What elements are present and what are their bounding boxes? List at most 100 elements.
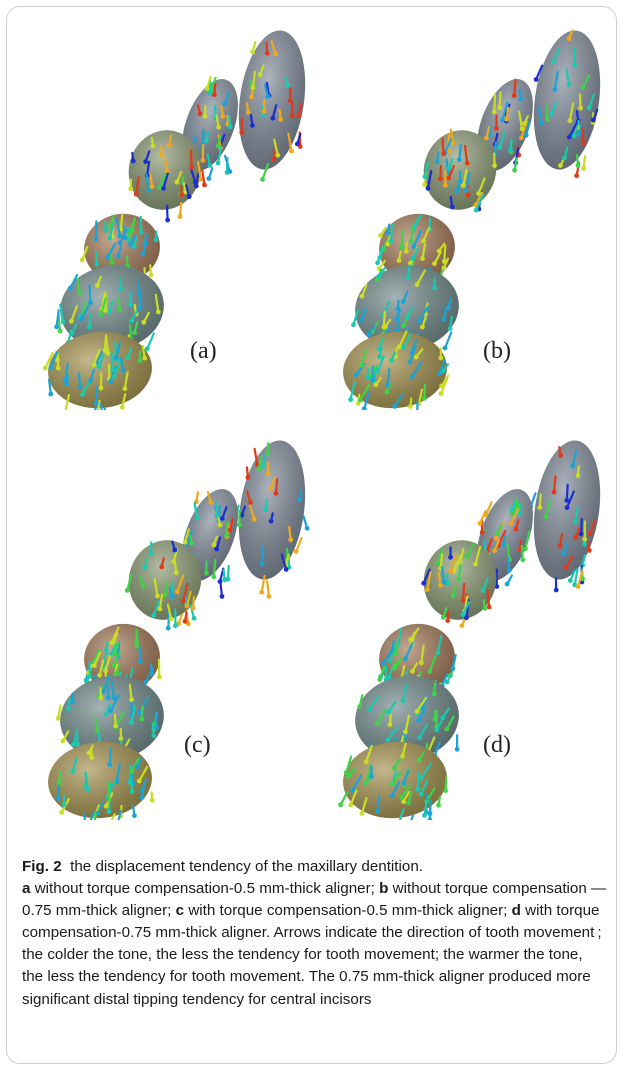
caption-fig-label: Fig. 2 [22, 858, 62, 875]
arrow-head [520, 126, 525, 131]
arrow-head [441, 580, 446, 585]
arrow-head [497, 105, 502, 110]
arrow-head [205, 86, 210, 91]
arrow-head [95, 283, 100, 288]
arrow-head [212, 92, 217, 97]
caption-c-text: with torque compensation-0.5 mm-thick al… [188, 902, 507, 919]
displacement-arrow [494, 95, 495, 112]
arrow-head [388, 722, 393, 727]
arrow-head [416, 718, 421, 723]
displacement-arrow [409, 816, 414, 821]
arrow-head [408, 404, 413, 409]
arrow-head [423, 174, 428, 179]
arrow-head [573, 535, 578, 540]
arrow-head [567, 135, 572, 140]
arrow-head [129, 697, 134, 702]
arrow-head [135, 765, 140, 770]
tooth-displacement-illustration-d [315, 430, 615, 820]
arrow-head [105, 255, 110, 260]
arrow-head [338, 802, 343, 807]
arrow-head [421, 239, 426, 244]
arrow-head [86, 788, 91, 793]
arrow-head [170, 594, 175, 599]
displacement-arrow [110, 748, 111, 764]
arrow-head [420, 256, 425, 261]
arrow-head [366, 778, 371, 783]
arrow-head [59, 810, 64, 815]
arrow-head [79, 316, 84, 321]
arrow-head [481, 588, 486, 593]
arrow-head [132, 813, 137, 818]
arrow-head [390, 782, 395, 787]
displacement-arrow [262, 547, 263, 564]
arrow-head [480, 530, 485, 535]
arrow-head [63, 378, 68, 383]
arrow-head [494, 126, 499, 131]
arrow-head [450, 666, 455, 671]
arrow-head [570, 464, 575, 469]
arrow-head [354, 372, 359, 377]
arrow-head [573, 519, 578, 524]
arrow-head [465, 554, 470, 559]
tooth-shading [526, 436, 609, 584]
arrow-head [587, 548, 592, 553]
arrow-head [448, 326, 453, 331]
arrow-head [421, 581, 426, 586]
arrow-head [549, 112, 554, 117]
arrow-head [142, 565, 147, 570]
arrow-head [171, 559, 176, 564]
arrow-head [202, 183, 207, 188]
arrow-head [260, 177, 265, 182]
arrow-head [461, 183, 466, 188]
arrow-head [443, 788, 448, 793]
arrow-head [120, 405, 125, 410]
arrow-head [464, 188, 469, 193]
arrow-head [435, 160, 440, 165]
arrow-head [445, 618, 450, 623]
arrow-head [422, 182, 427, 187]
arrow-head [191, 606, 196, 611]
arrow-head [189, 165, 194, 170]
arrow-head [358, 398, 363, 403]
arrow-head [495, 531, 500, 536]
arrow-head [426, 186, 431, 191]
arrow-head [552, 490, 557, 495]
arrow-head [152, 733, 157, 738]
arrow-head [419, 660, 424, 665]
arrow-head [118, 240, 123, 245]
arrow-head [130, 789, 135, 794]
arrow-head [389, 358, 394, 363]
arrow-head [198, 111, 203, 116]
arrow-head [239, 130, 244, 135]
panel-a: (a) [20, 20, 320, 410]
arrow-head [404, 249, 409, 254]
arrow-head [97, 673, 102, 678]
panel-d: (d) [315, 430, 615, 820]
arrow-head [476, 191, 481, 196]
arrow-head [141, 584, 146, 589]
displacement-arrow [463, 584, 464, 601]
arrow-head [183, 619, 188, 624]
arrow-head [138, 358, 143, 363]
arrow-head [377, 354, 382, 359]
arrow-head [127, 232, 132, 237]
arrow-head [422, 396, 427, 401]
arrow-head [572, 134, 577, 139]
arrow-head [104, 712, 109, 717]
caption-a-text: without torque compensation-0.5 mm-thick… [35, 880, 375, 897]
arrow-head [61, 739, 66, 744]
arrow-head [386, 710, 391, 715]
arrow-head [208, 163, 213, 168]
arrow-head [417, 319, 422, 324]
arrow-head [138, 306, 143, 311]
arrow-head [56, 716, 61, 721]
arrow-head [450, 205, 455, 210]
arrow-head [359, 318, 364, 323]
arrow-head [554, 588, 559, 593]
arrow-head [545, 117, 550, 122]
arrow-head [128, 186, 133, 191]
arrow-head [346, 774, 351, 779]
arrow-head [411, 244, 416, 249]
arrow-head [262, 109, 267, 114]
arrow-head [444, 727, 449, 732]
